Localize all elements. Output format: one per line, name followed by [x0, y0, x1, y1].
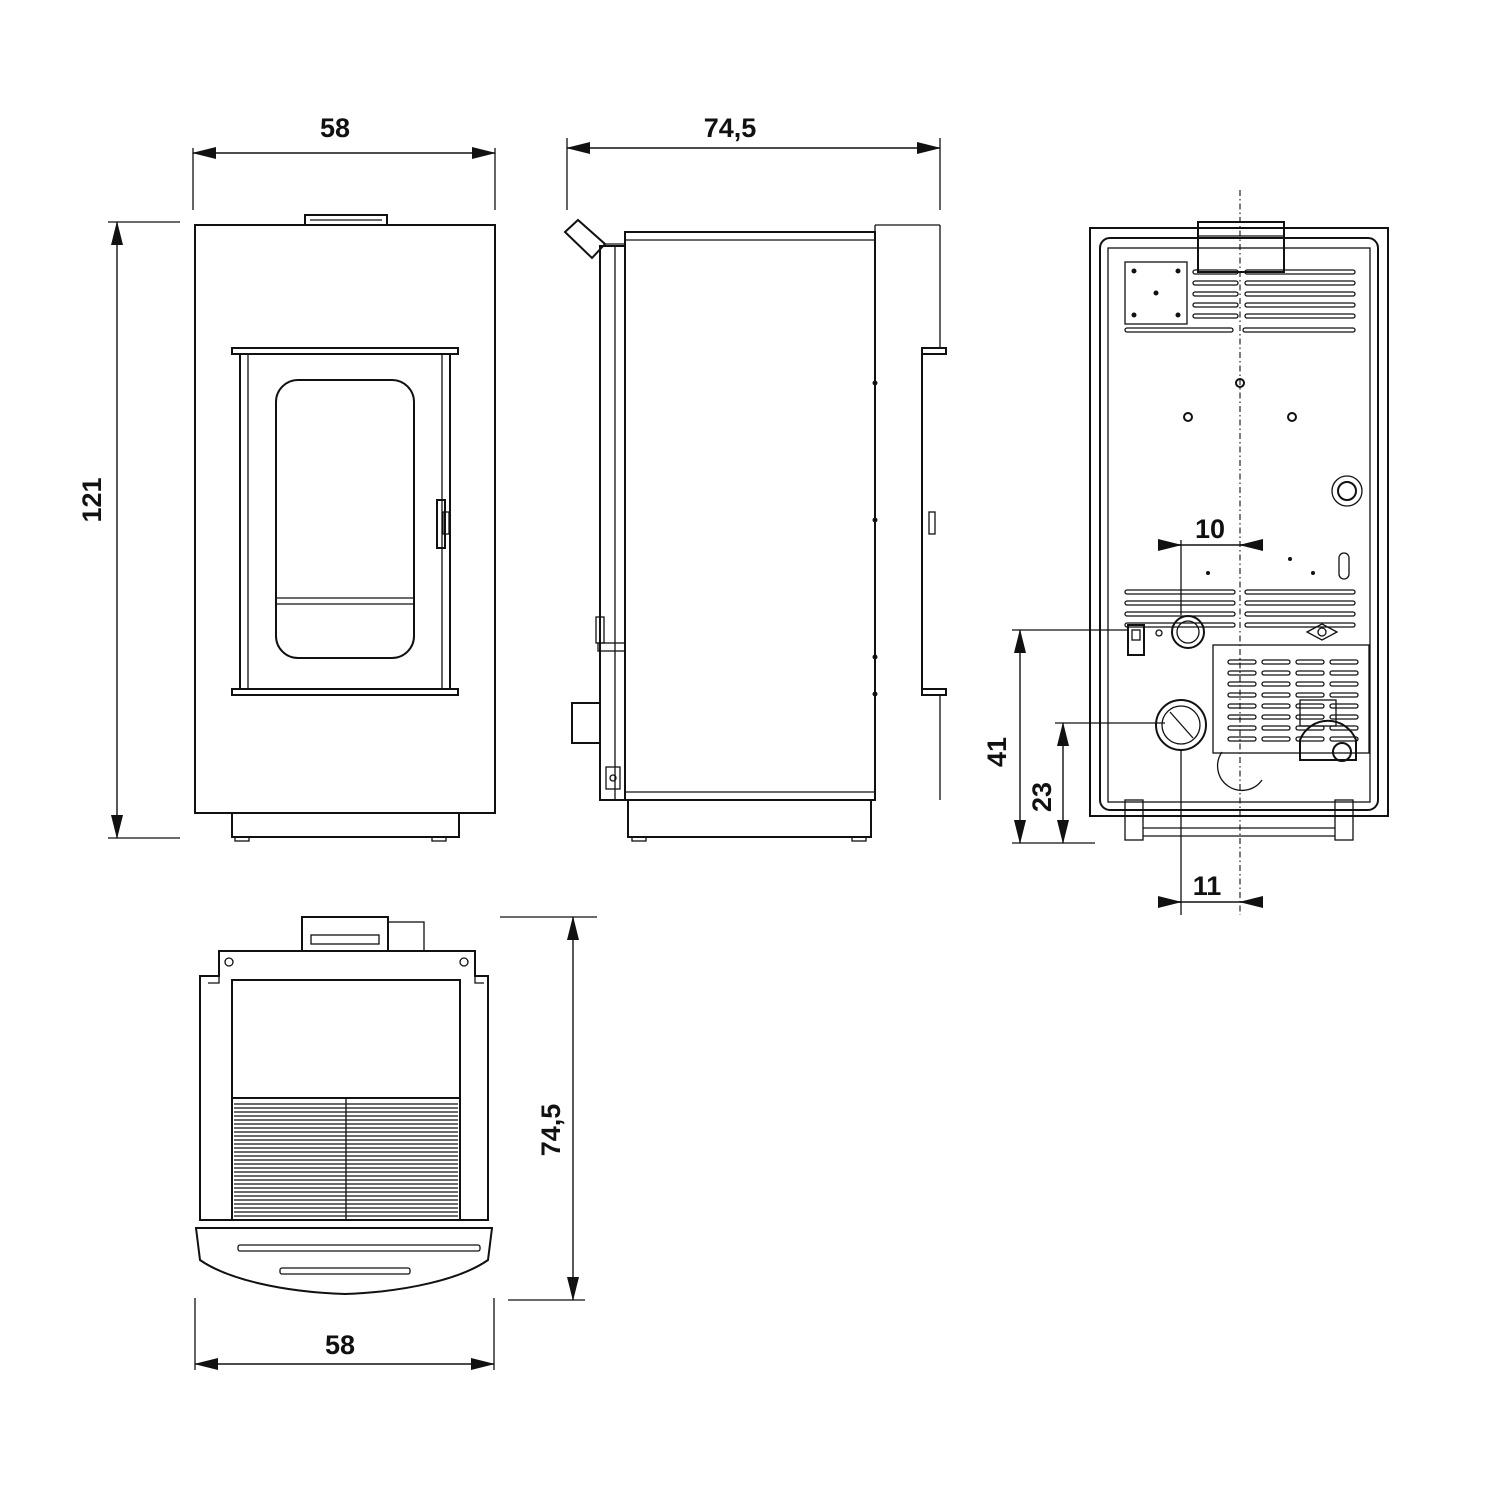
vent-slot — [1124, 611, 1236, 617]
grille-slot — [1261, 725, 1291, 731]
vent-slot — [1192, 313, 1239, 319]
grille-slot — [1329, 736, 1359, 742]
grille-slot — [1261, 703, 1291, 709]
vent-slot — [1244, 280, 1356, 286]
grille-slot — [1261, 659, 1291, 665]
grille-slot — [1227, 670, 1257, 676]
grille-slot — [1227, 703, 1257, 709]
side-depth-dimension: 74,5 — [566, 113, 941, 210]
vent-slot — [1244, 291, 1356, 297]
vent-slot — [1244, 600, 1356, 606]
vent-slot — [1192, 280, 1239, 286]
vent-slot — [1124, 589, 1236, 595]
top-depth-dimension: 74,5 — [500, 916, 597, 1301]
vent-slot — [1244, 589, 1356, 595]
grille-slot — [1329, 692, 1359, 698]
rear-inlet-height-dimension: 41 — [982, 629, 1128, 844]
grille-slot — [1295, 670, 1325, 676]
front-height-label: 121 — [77, 477, 107, 522]
vent-slot — [1124, 600, 1236, 606]
grille-slot — [1227, 725, 1257, 731]
grille-slot — [1227, 659, 1257, 665]
top-width-label: 58 — [325, 1330, 355, 1360]
grille-slot — [1295, 736, 1325, 742]
vent-slot — [1192, 302, 1239, 308]
vent-slot — [1244, 622, 1356, 628]
top-grille-lines — [234, 1103, 458, 1221]
front-view — [194, 214, 496, 842]
grille-slot — [1329, 714, 1359, 720]
vent-slot — [1244, 313, 1356, 319]
grille-slot — [1227, 681, 1257, 687]
front-width-dimension: 58 — [192, 113, 496, 210]
grille-slot — [1261, 670, 1291, 676]
rear-inlet-height-label: 41 — [982, 737, 1012, 767]
front-width-label: 58 — [320, 113, 350, 143]
vent-slot — [1192, 269, 1239, 275]
side-depth-label: 74,5 — [704, 113, 757, 143]
grille-slot — [1295, 703, 1325, 709]
grille-slot — [1329, 659, 1359, 665]
grille-slot — [1261, 692, 1291, 698]
side-view — [563, 218, 947, 842]
grille-slot — [1295, 692, 1325, 698]
rear-outlet-height-label: 23 — [1027, 782, 1057, 812]
grille-slot — [1261, 714, 1291, 720]
front-height-dimension: 121 — [77, 221, 180, 839]
rear-ventilation-slots — [1124, 269, 1356, 628]
grille-slot — [1295, 659, 1325, 665]
vent-slot — [1244, 611, 1356, 617]
grille-slot — [1329, 703, 1359, 709]
grille-slot — [1329, 670, 1359, 676]
grille-slot — [1227, 736, 1257, 742]
vent-slot — [1192, 291, 1239, 297]
rear-outlet-height-dimension: 23 — [1027, 722, 1165, 844]
rear-outlet-offset-top-dimension: 10 — [1158, 514, 1263, 615]
grille-slot — [1261, 736, 1291, 742]
top-view — [194, 916, 494, 1296]
rear-outlet-offset-bottom-dimension: 11 — [1158, 750, 1263, 915]
top-depth-label: 74,5 — [536, 1104, 566, 1157]
vent-slot — [1244, 269, 1356, 275]
grille-slot — [1227, 692, 1257, 698]
grille-slot — [1329, 681, 1359, 687]
grille-slot — [1295, 714, 1325, 720]
vent-slot — [1124, 622, 1236, 628]
grille-slot — [1227, 714, 1257, 720]
grille-slot — [1295, 681, 1325, 687]
rear-motor-grille — [1227, 659, 1359, 742]
vent-slot — [1244, 302, 1356, 308]
rear-outlet-offset-top-label: 10 — [1195, 514, 1225, 544]
grille-slot — [1295, 725, 1325, 731]
grille-slot — [1261, 681, 1291, 687]
rear-view — [1089, 190, 1389, 915]
top-width-dimension: 58 — [194, 1298, 495, 1370]
grille-slot — [1329, 725, 1359, 731]
rear-outlet-offset-bottom-label: 11 — [1193, 871, 1222, 901]
